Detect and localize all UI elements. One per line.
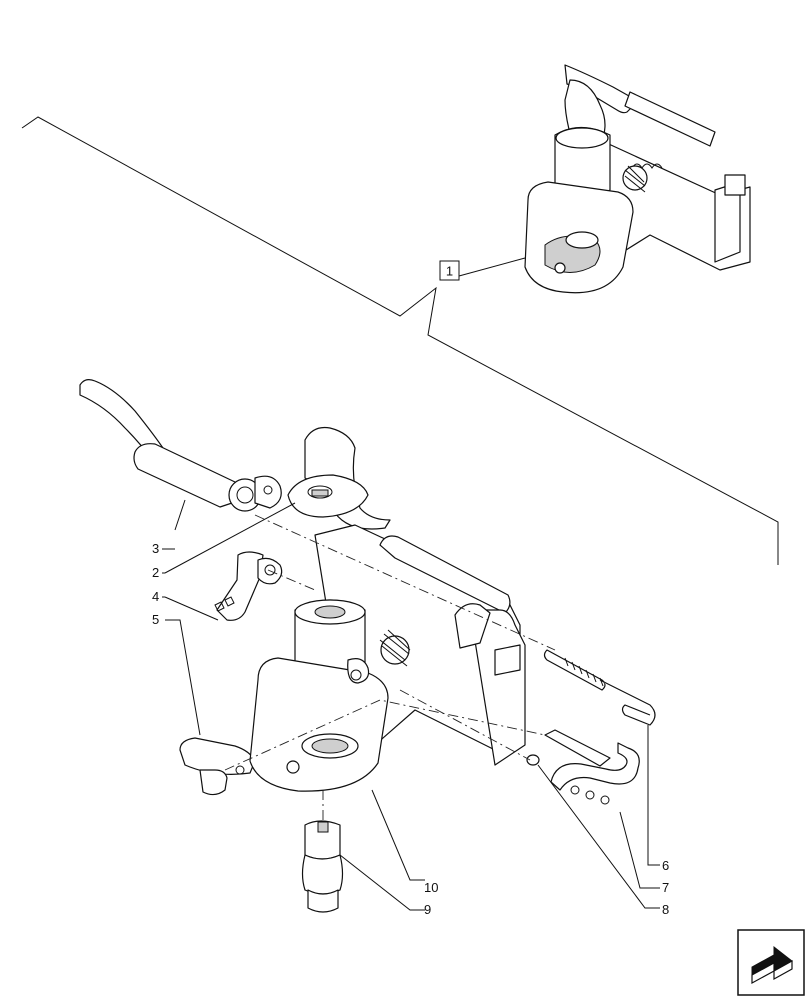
callout-5: 5: [152, 612, 159, 627]
callout-8: 8: [662, 902, 669, 917]
part-5-cap: [165, 619, 256, 796]
spring: [379, 629, 411, 667]
part-6-spring-pin: [543, 649, 660, 866]
assembly-bracket: [21, 116, 779, 565]
part-9-shaft: [301, 820, 425, 913]
part-7-clip: [544, 729, 660, 889]
assembly-reference-box: 1: [439, 257, 526, 281]
part-2-cover-lever: [164, 426, 391, 574]
callout-4: 4: [152, 589, 159, 604]
part-4-latch: [164, 551, 283, 621]
part-3-handle: [79, 379, 282, 531]
next-page-arrow-icon[interactable]: [737, 929, 805, 996]
callout-9: 9: [424, 902, 431, 917]
callout-10: 10: [424, 880, 438, 895]
part-8-small-pin: [526, 754, 660, 909]
callout-3: 3: [152, 541, 159, 556]
callout-2: 2: [152, 565, 159, 580]
callout-labels: 3 2 4 5 6 7 8 9 10: [152, 541, 669, 917]
assembly-ref-label: 1: [446, 264, 453, 279]
callout-6: 6: [662, 858, 669, 873]
alignment-lines: [224, 514, 556, 822]
assembled-hitch: [524, 64, 751, 294]
hitch-housing: [249, 524, 526, 881]
callout-7: 7: [662, 880, 669, 895]
